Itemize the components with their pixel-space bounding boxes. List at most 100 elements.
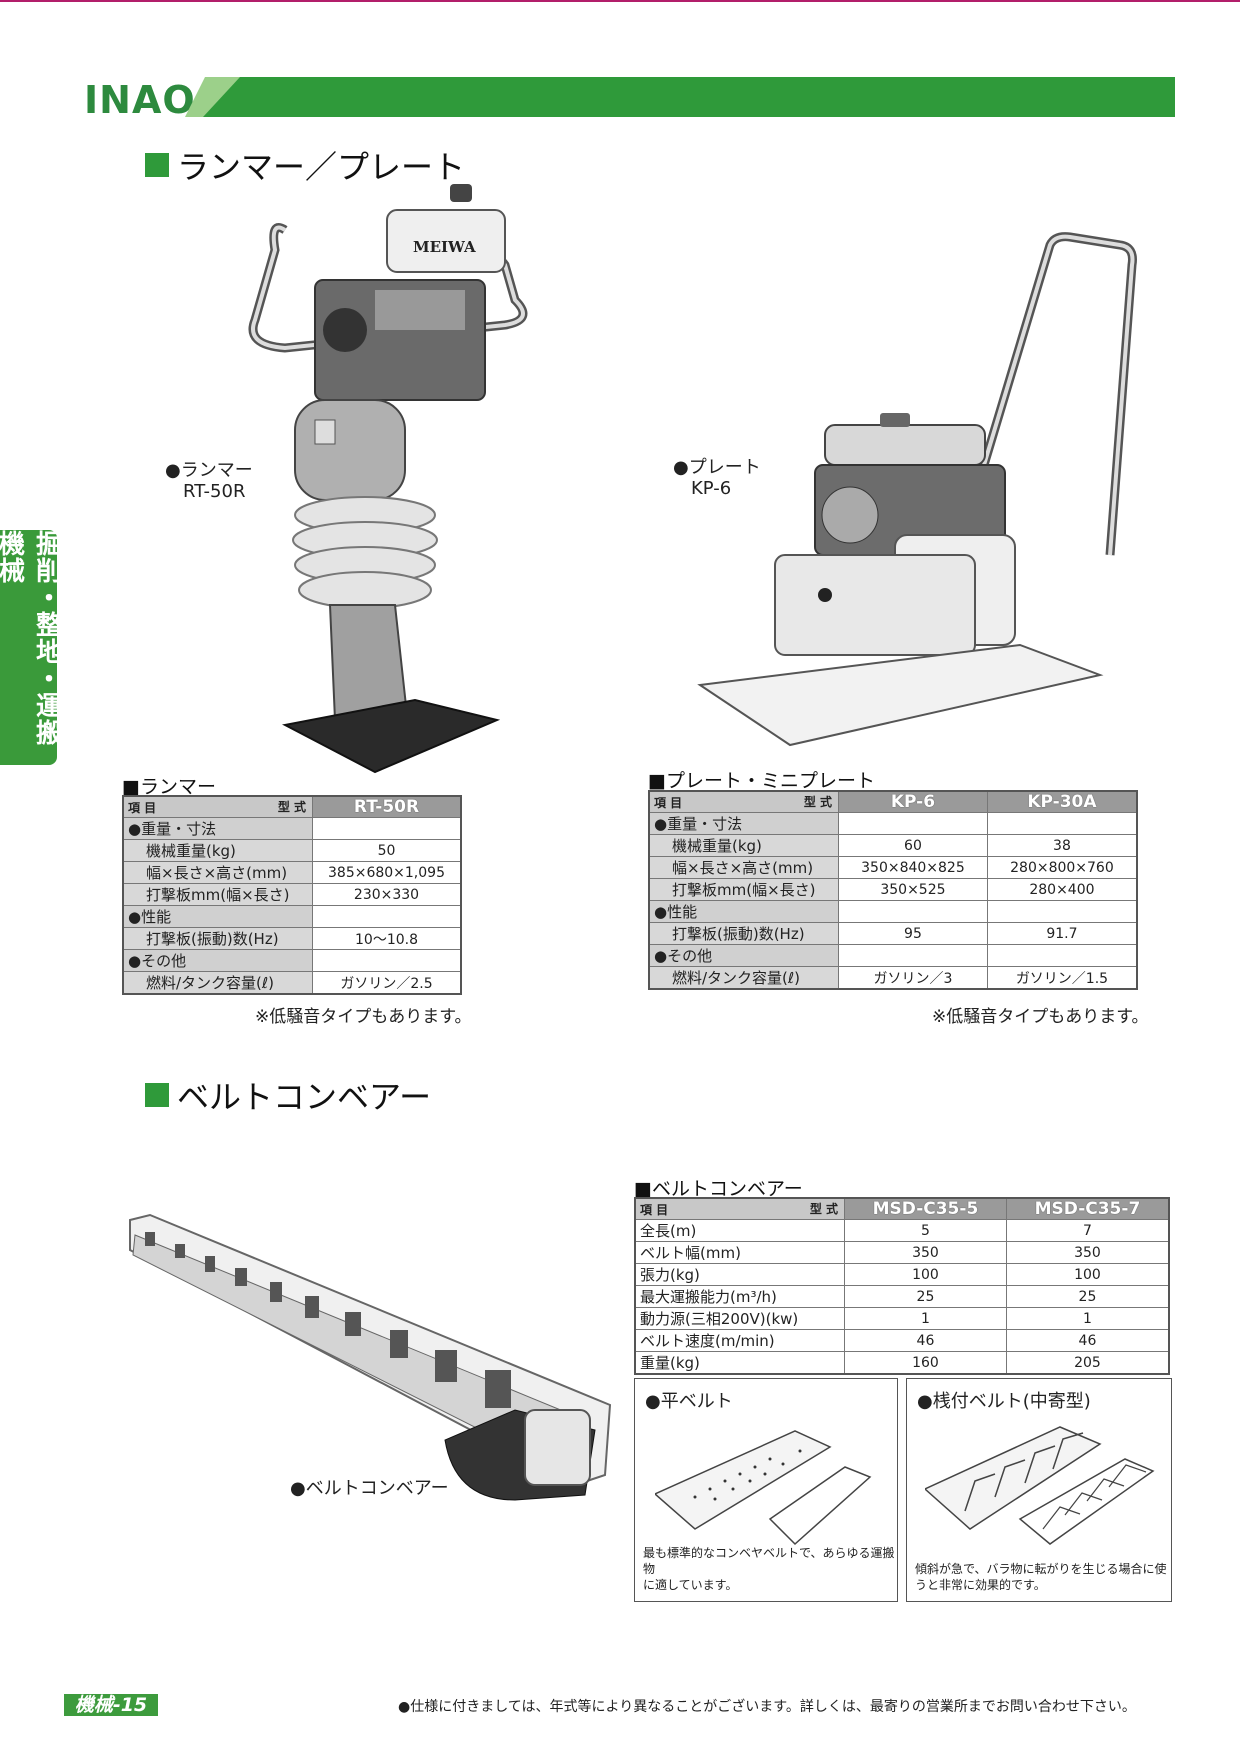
- row-value: 350×840×825: [838, 856, 988, 879]
- table-row: ●その他: [122, 949, 462, 972]
- section-marker: [145, 153, 169, 177]
- row-label: ベルト速度(m/min): [634, 1329, 845, 1352]
- model-header: KP-30A: [986, 790, 1138, 813]
- section-title-text: ランマー／プレート: [177, 148, 466, 186]
- header-banner: [185, 77, 1175, 117]
- table-row: ●性能: [122, 905, 462, 928]
- row-value: 10～10.8: [312, 927, 462, 950]
- rammer-table-title: ■ランマー: [122, 776, 216, 798]
- flat-belt-illustration: [655, 1430, 872, 1546]
- row-value: 1: [844, 1307, 1007, 1330]
- corner-model-label: 型 式: [809, 1202, 838, 1216]
- table-row: 燃料/タンク容量(ℓ)ガソリン／2.5: [122, 971, 462, 995]
- row-value: 100: [1005, 1263, 1170, 1286]
- section-title-conveyor: ベルトコンベアー: [145, 1072, 431, 1118]
- row-value: 205: [1005, 1351, 1170, 1375]
- row-value: 350×525: [838, 878, 988, 901]
- row-value: [986, 812, 1138, 835]
- category-side-tab: 掘削・整地・運搬機械: [0, 530, 62, 765]
- cleated-belt-description-line: うと非常に効果的です。: [915, 1578, 1046, 1592]
- table-row: ●その他: [648, 944, 1138, 967]
- flat-belt-description: 最も標準的なコンベヤベルトで、あらゆる運搬物 に適しています。: [643, 1545, 897, 1593]
- row-label: ●性能: [648, 900, 839, 923]
- row-value: [838, 900, 988, 923]
- model-header: KP-6: [838, 790, 988, 813]
- row-label: ●重量・寸法: [122, 817, 313, 840]
- table-corner: 項 目 型 式: [122, 795, 313, 818]
- table-row: ●重量・寸法: [648, 812, 1138, 835]
- row-label: 張力(kg): [634, 1263, 845, 1286]
- row-value: 1: [1005, 1307, 1170, 1330]
- belt-conveyor-image: [129, 1213, 612, 1501]
- row-value: ガソリン／3: [838, 966, 988, 990]
- plate-table-title: ■プレート・ミニプレート: [648, 770, 875, 792]
- row-label: 打撃板mm(幅×長さ): [648, 878, 839, 901]
- corner-item-label: 項 目: [128, 801, 157, 815]
- row-value: 350: [1005, 1241, 1170, 1264]
- model-header: MSD-C35-7: [1005, 1197, 1170, 1220]
- corner-model-label: 型 式: [277, 800, 306, 814]
- row-value: [986, 900, 1138, 923]
- flat-belt-title: ●平ベルト: [645, 1391, 733, 1412]
- engine-brand-text: MEIWA: [413, 238, 476, 256]
- row-value: 280×400: [986, 878, 1138, 901]
- section-title-text: ベルトコンベアー: [177, 1078, 432, 1116]
- plate-caption-model: KP-6: [691, 478, 732, 499]
- row-label: ●その他: [648, 944, 839, 967]
- flat-belt-description-line: に適しています。: [643, 1578, 738, 1592]
- rammer-note: ※低騒音タイプもあります。: [255, 1007, 472, 1027]
- row-value: 50: [312, 839, 462, 862]
- row-value: 5: [844, 1219, 1007, 1242]
- plate-compactor-image: [697, 232, 1137, 747]
- row-label: 機械重量(kg): [122, 839, 313, 862]
- table-row: ●性能: [648, 900, 1138, 923]
- section-marker: [145, 1083, 169, 1107]
- category-label: 掘削・整地・運搬機械: [0, 530, 62, 746]
- corner-item-label: 項 目: [640, 1203, 669, 1217]
- row-value: 280×800×760: [986, 856, 1138, 879]
- corner-item-label: 項 目: [654, 796, 683, 810]
- row-value: 46: [1005, 1329, 1170, 1352]
- row-value: 91.7: [986, 922, 1138, 945]
- table-row: 打撃板(振動)数(Hz)10～10.8: [122, 927, 462, 950]
- row-label: 最大運搬能力(m³/h): [634, 1285, 845, 1308]
- section-title-rammer-plate: ランマー／プレート: [145, 142, 465, 188]
- row-label: 重量(kg): [634, 1351, 845, 1375]
- cleated-belt-title: ●桟付ベルト(中寄型): [917, 1391, 1091, 1412]
- table-row: 機械重量(kg)50: [122, 839, 462, 862]
- row-value: 350: [844, 1241, 1007, 1264]
- conveyor-table-title: ■ベルトコンベアー: [634, 1178, 803, 1200]
- top-border-line: [0, 0, 1240, 2]
- row-value: [838, 944, 988, 967]
- table-row: 幅×長さ×高さ(mm)385×680×1,095: [122, 861, 462, 884]
- model-header: RT-50R: [312, 795, 462, 818]
- cleated-belt-description-line: 傾斜が急で、バラ物に転がりを生じる場合に使: [915, 1562, 1167, 1576]
- row-label: 燃料/タンク容量(ℓ): [648, 966, 839, 990]
- conveyor-caption: ●ベルトコンベアー: [290, 1478, 449, 1499]
- model-header: MSD-C35-5: [844, 1197, 1007, 1220]
- row-value: 7: [1005, 1219, 1170, 1242]
- row-value: 25: [1005, 1285, 1170, 1308]
- row-value: 385×680×1,095: [312, 861, 462, 884]
- row-label: 打撃板(振動)数(Hz): [122, 927, 313, 950]
- row-label: 機械重量(kg): [648, 834, 839, 857]
- row-label: ベルト幅(mm): [634, 1241, 845, 1264]
- footer-disclaimer: ●仕様に付きましては、年式等により異なることがございます。詳しくは、最寄りの営業…: [398, 1699, 1136, 1715]
- table-row: 打撃板mm(幅×長さ)230×330: [122, 883, 462, 906]
- row-label: 燃料/タンク容量(ℓ): [122, 971, 313, 995]
- row-value: 46: [844, 1329, 1007, 1352]
- rammer-caption-model: RT-50R: [183, 481, 246, 502]
- row-value: 160: [844, 1351, 1007, 1375]
- table-row: ●重量・寸法: [122, 817, 462, 840]
